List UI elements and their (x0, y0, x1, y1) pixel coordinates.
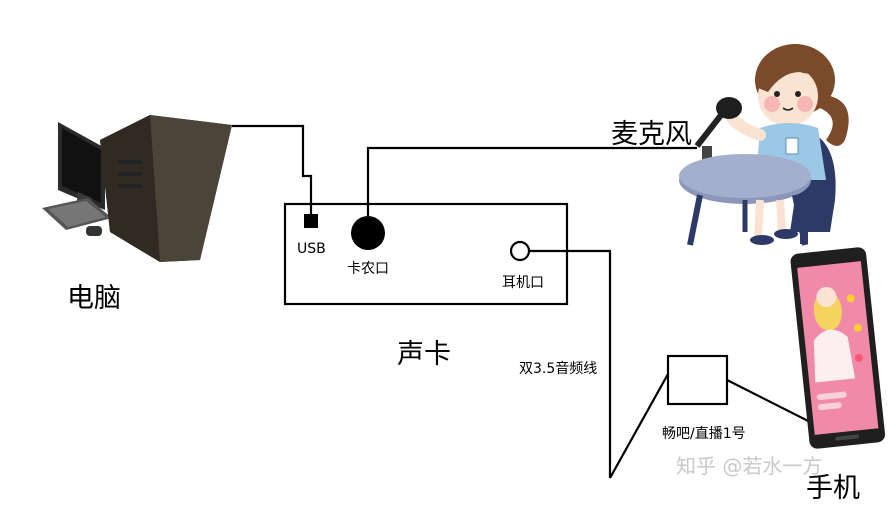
adapter-box (666, 354, 729, 406)
streamer-illustration (679, 44, 849, 246)
computer-label: 电脑 (67, 283, 121, 314)
watermark: 知乎 @若水一方 (676, 454, 823, 478)
sound-card-label: 声卡 (397, 339, 451, 370)
mic-port-label: 卡农口 (347, 261, 389, 277)
microphone-label: 麦克风 (611, 119, 692, 150)
computer-icon (42, 115, 232, 262)
wires (232, 124, 831, 479)
mic-port (351, 216, 385, 250)
headphone-port-label: 耳机口 (502, 275, 544, 291)
headphone-port (509, 240, 531, 262)
audio-cable (530, 249, 612, 478)
adapter-cable-in (609, 373, 669, 479)
phone-icon (790, 247, 886, 449)
mic-cable (366, 146, 697, 226)
usb-port (304, 214, 318, 228)
cable-label: 双3.5音频线 (519, 361, 598, 377)
adapter-label: 畅吧/直播1号 (662, 426, 746, 442)
usb-cable (232, 124, 313, 214)
usb-port-label: USB (297, 241, 326, 257)
sound-card-box (283, 202, 569, 306)
phone-label: 手机 (806, 473, 860, 504)
